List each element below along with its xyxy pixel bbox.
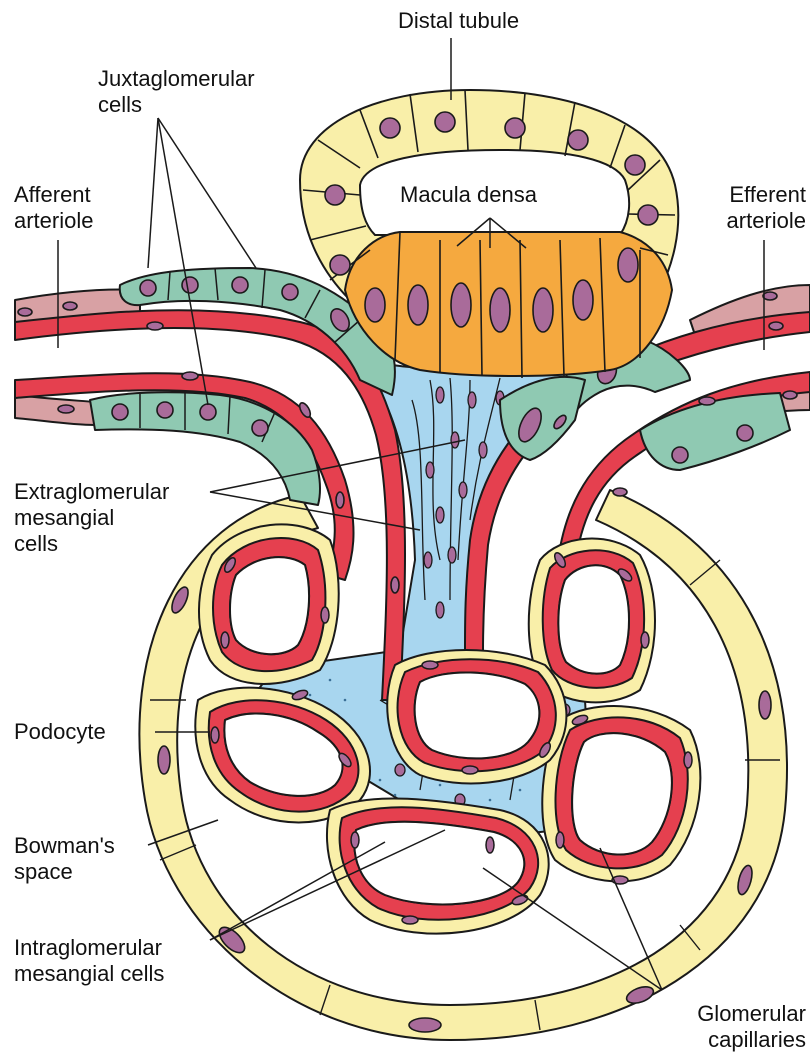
label-afferent-line-1: Afferent — [14, 182, 93, 208]
label-macula-densa: Macula densa — [400, 182, 537, 208]
label-efferent-arteriole: Efferent arteriole — [727, 182, 806, 234]
label-intraglomerular-mesangial-cells: Intraglomerular mesangial cells — [14, 935, 164, 987]
label-bowmans-line-2: space — [14, 859, 115, 885]
label-extraglomerular-line-2: mesangial — [14, 505, 169, 531]
leader-jg-1 — [148, 118, 158, 268]
label-distal-tubule: Distal tubule — [398, 8, 519, 34]
label-macula-densa-text: Macula densa — [400, 182, 537, 208]
label-podocyte: Podocyte — [14, 719, 106, 745]
label-extraglomerular-line-1: Extraglomerular — [14, 479, 169, 505]
label-glomerular-line-2: capillaries — [697, 1027, 806, 1053]
label-intraglomerular-line-2: mesangial cells — [14, 961, 164, 987]
label-juxtaglomerular-cells: Juxtaglomerular cells — [98, 66, 255, 118]
label-glomerular-capillaries: Glomerular capillaries — [697, 1001, 806, 1053]
label-efferent-line-2: arteriole — [727, 208, 806, 234]
leader-jg-3 — [158, 118, 208, 405]
label-bowmans-space: Bowman's space — [14, 833, 115, 885]
label-efferent-line-1: Efferent — [727, 182, 806, 208]
label-bowmans-line-1: Bowman's — [14, 833, 115, 859]
label-afferent-arteriole: Afferent arteriole — [14, 182, 93, 234]
label-glomerular-line-1: Glomerular — [697, 1001, 806, 1027]
label-distal-tubule-text: Distal tubule — [398, 8, 519, 34]
label-extraglomerular-mesangial-cells: Extraglomerular mesangial cells — [14, 479, 169, 557]
label-podocyte-text: Podocyte — [14, 719, 106, 745]
label-jg-line-2: cells — [98, 92, 255, 118]
label-afferent-line-2: arteriole — [14, 208, 93, 234]
label-extraglomerular-line-3: cells — [14, 531, 169, 557]
label-intraglomerular-line-1: Intraglomerular — [14, 935, 164, 961]
leader-jg-2 — [158, 118, 256, 268]
label-jg-line-1: Juxtaglomerular — [98, 66, 255, 92]
